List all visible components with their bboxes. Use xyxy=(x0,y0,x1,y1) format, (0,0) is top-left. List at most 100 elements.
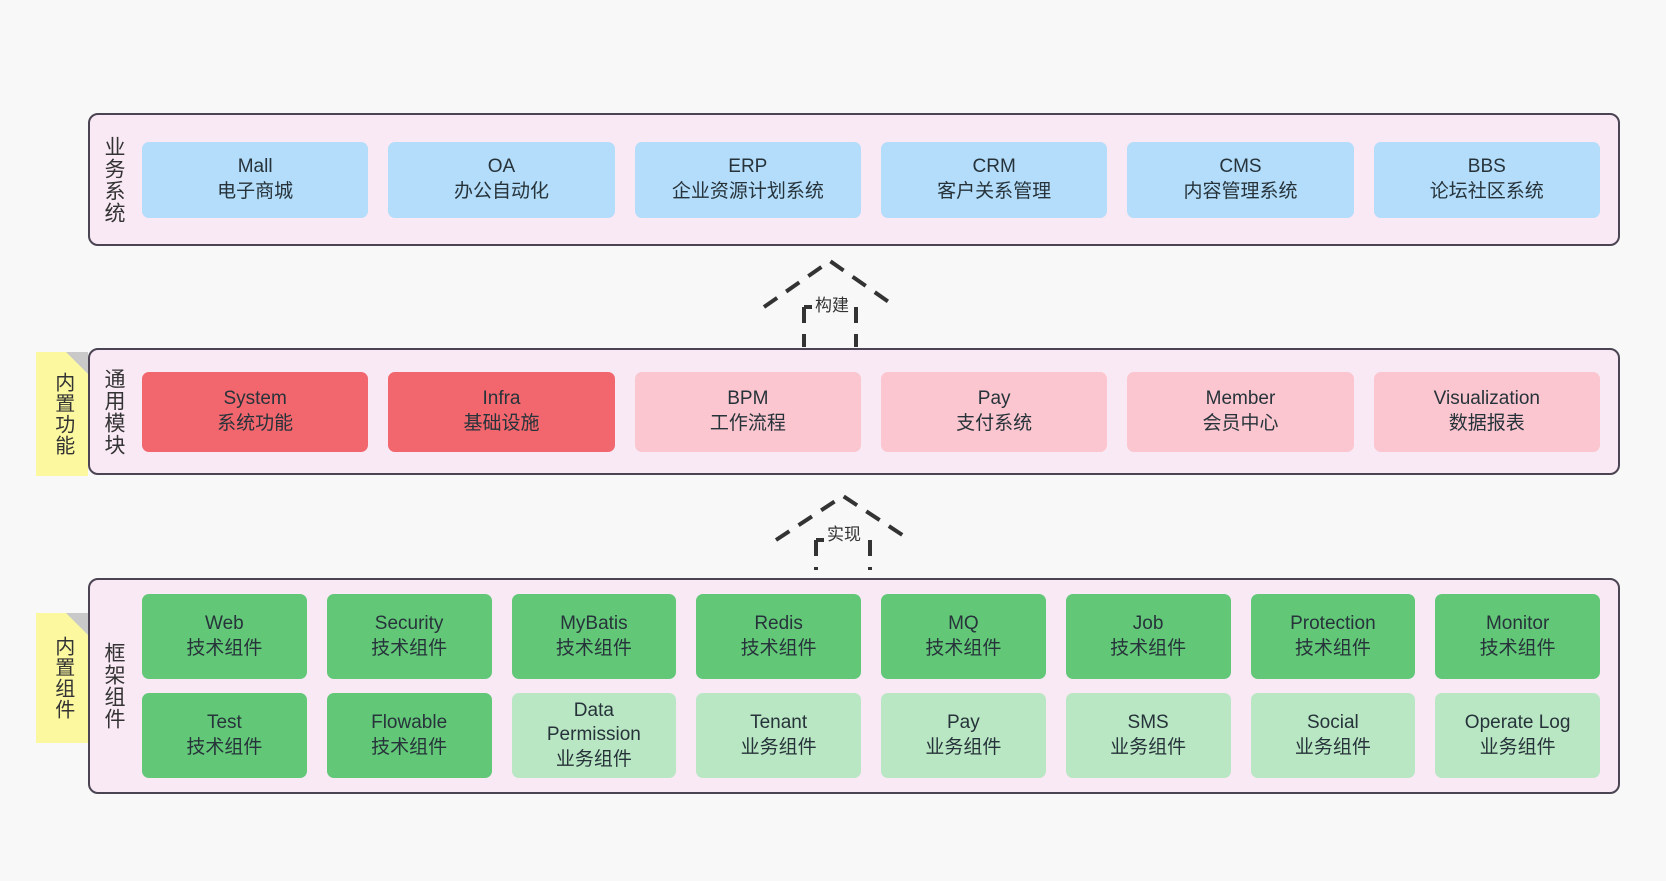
layer-body-framework-component: Web 技术组件 Security 技术组件 MyBatis 技术组件 Redi… xyxy=(136,580,1618,792)
node-title: Monitor xyxy=(1485,613,1550,635)
layer-business-system[interactable]: 业务系统 Mall 电子商城 OA 办公自动化 ERP 企业资源计划系统 CRM… xyxy=(88,113,1620,246)
node-cms[interactable]: CMS 内容管理系统 xyxy=(1127,141,1354,218)
node-subtitle: 业务组件 xyxy=(740,736,817,758)
node-subtitle: 基础设施 xyxy=(463,412,540,434)
node-subtitle: 系统功能 xyxy=(217,412,294,434)
node-pay-component[interactable]: Pay 业务组件 xyxy=(881,693,1046,778)
node-subtitle: 业务组件 xyxy=(925,736,1002,758)
node-title: CMS xyxy=(1219,156,1262,178)
node-pay-module[interactable]: Pay 支付系统 xyxy=(880,371,1108,452)
connector-build: 构建 xyxy=(756,255,904,347)
layer-body-common-module: System 系统功能 Infra 基础设施 BPM 工作流程 Pay 支付系统… xyxy=(136,350,1618,473)
node-erp[interactable]: ERP 企业资源计划系统 xyxy=(634,141,861,218)
node-title: BPM xyxy=(727,388,769,410)
node-subtitle: 工作流程 xyxy=(709,412,786,434)
node-row: Test 技术组件 Flowable 技术组件 Data Permission … xyxy=(142,693,1600,778)
node-title: Member xyxy=(1205,388,1276,410)
node-test[interactable]: Test 技术组件 xyxy=(142,693,307,778)
node-tenant[interactable]: Tenant 业务组件 xyxy=(696,693,861,778)
note-label: 内置功能 xyxy=(51,372,74,456)
layer-body-business-system: Mall 电子商城 OA 办公自动化 ERP 企业资源计划系统 CRM 客户关系… xyxy=(136,115,1618,244)
node-system[interactable]: System 系统功能 xyxy=(142,371,369,452)
node-redis[interactable]: Redis 技术组件 xyxy=(696,594,861,679)
node-subtitle: 技术组件 xyxy=(740,637,817,659)
node-data-permission[interactable]: Data Permission 业务组件 xyxy=(511,693,677,778)
node-title: Pay xyxy=(947,712,980,734)
node-member[interactable]: Member 会员中心 xyxy=(1127,371,1354,452)
node-title: MQ xyxy=(948,613,979,635)
node-protection[interactable]: Protection 技术组件 xyxy=(1250,594,1416,679)
node-subtitle: 支付系统 xyxy=(956,412,1033,434)
node-title: MyBatis xyxy=(560,613,628,635)
node-job[interactable]: Job 技术组件 xyxy=(1065,594,1231,679)
node-visualization[interactable]: Visualization 数据报表 xyxy=(1373,371,1600,452)
node-sms[interactable]: SMS 业务组件 xyxy=(1065,693,1231,778)
node-title: Visualization xyxy=(1433,388,1540,410)
layer-common-module[interactable]: 通用模块 System 系统功能 Infra 基础设施 BPM 工作流程 Pay… xyxy=(88,348,1620,475)
node-title: Protection xyxy=(1290,613,1376,635)
node-title: Job xyxy=(1132,613,1164,635)
node-title: Redis xyxy=(754,613,803,635)
node-title: Infra xyxy=(482,388,521,410)
node-crm[interactable]: CRM 客户关系管理 xyxy=(880,141,1108,218)
node-title: Tenant xyxy=(750,712,808,734)
node-subtitle: 技术组件 xyxy=(555,637,632,659)
node-subtitle: 企业资源计划系统 xyxy=(671,180,824,202)
page-fold-icon xyxy=(66,352,88,374)
node-title: Test xyxy=(206,712,242,734)
node-title: CRM xyxy=(972,156,1016,178)
connector-build-label: 构建 xyxy=(812,291,852,316)
node-subtitle: 技术组件 xyxy=(186,736,263,758)
layer-framework-component[interactable]: 框架组件 Web 技术组件 Security 技术组件 MyBatis 技术组件… xyxy=(88,578,1620,794)
node-row: Mall 电子商城 OA 办公自动化 ERP 企业资源计划系统 CRM 客户关系… xyxy=(142,141,1600,218)
node-mall[interactable]: Mall 电子商城 xyxy=(142,141,369,218)
node-title: BBS xyxy=(1467,156,1506,178)
node-subtitle: 技术组件 xyxy=(1110,637,1187,659)
node-mq[interactable]: MQ 技术组件 xyxy=(881,594,1046,679)
node-subtitle: 业务组件 xyxy=(1479,736,1556,758)
node-title: Flowable xyxy=(371,712,448,734)
note-builtin-functions[interactable]: 内置功能 xyxy=(36,352,88,476)
node-title: Security xyxy=(374,613,444,635)
node-subtitle: 办公自动化 xyxy=(453,180,549,202)
node-oa[interactable]: OA 办公自动化 xyxy=(388,141,615,218)
page-fold-icon xyxy=(66,613,88,635)
node-subtitle: 技术组件 xyxy=(925,637,1002,659)
node-bpm[interactable]: BPM 工作流程 xyxy=(634,371,861,452)
node-title: OA xyxy=(487,156,516,178)
node-subtitle: 内容管理系统 xyxy=(1183,180,1298,202)
node-subtitle: 电子商城 xyxy=(217,180,294,202)
node-bbs[interactable]: BBS 论坛社区系统 xyxy=(1373,141,1600,218)
node-title: Mall xyxy=(237,156,273,178)
node-infra[interactable]: Infra 基础设施 xyxy=(388,371,615,452)
node-security[interactable]: Security 技术组件 xyxy=(326,594,492,679)
node-subtitle: 业务组件 xyxy=(555,748,632,770)
node-social[interactable]: Social 业务组件 xyxy=(1250,693,1416,778)
node-subtitle: 技术组件 xyxy=(1294,637,1371,659)
node-subtitle: 技术组件 xyxy=(1479,637,1556,659)
node-title: Web xyxy=(205,613,244,635)
layer-title-common-module: 通用模块 xyxy=(101,367,125,456)
note-builtin-components[interactable]: 内置组件 xyxy=(36,613,88,743)
node-mybatis[interactable]: MyBatis 技术组件 xyxy=(511,594,677,679)
node-subtitle: 会员中心 xyxy=(1202,412,1279,434)
node-web[interactable]: Web 技术组件 xyxy=(142,594,307,679)
layer-title-business-system: 业务系统 xyxy=(101,135,125,224)
node-row: Web 技术组件 Security 技术组件 MyBatis 技术组件 Redi… xyxy=(142,594,1600,679)
node-flowable[interactable]: Flowable 技术组件 xyxy=(326,693,492,778)
layer-title-framework-component: 框架组件 xyxy=(101,642,125,730)
node-title: System xyxy=(223,388,287,410)
node-subtitle: 数据报表 xyxy=(1448,412,1525,434)
node-monitor[interactable]: Monitor 技术组件 xyxy=(1435,594,1600,679)
node-operate-log[interactable]: Operate Log 业务组件 xyxy=(1435,693,1600,778)
node-subtitle: 技术组件 xyxy=(371,736,448,758)
note-label: 内置组件 xyxy=(51,636,74,720)
node-subtitle: 论坛社区系统 xyxy=(1429,180,1544,202)
node-title: Data xyxy=(573,700,614,722)
node-title: ERP xyxy=(728,156,768,178)
node-title: Pay xyxy=(977,388,1011,410)
connector-implement-label: 实现 xyxy=(824,520,864,545)
node-title: Social xyxy=(1307,712,1359,734)
node-subtitle: 业务组件 xyxy=(1110,736,1187,758)
